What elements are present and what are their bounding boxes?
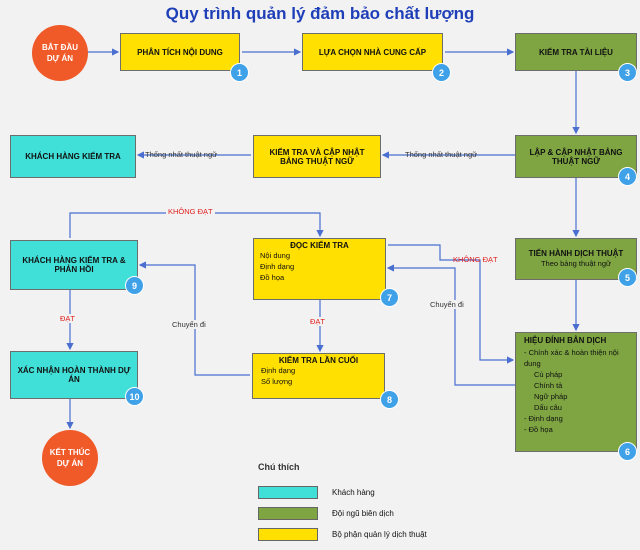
step-8-box: KIỂM TRA LẦN CUỐI Định dạng Số lượng — [252, 353, 385, 399]
step-7-item: Định dạng — [260, 262, 295, 271]
step-6-item: Cú pháp — [534, 370, 563, 379]
step-10-badge: 10 — [125, 387, 144, 406]
step-5-badge: 5 — [618, 268, 637, 287]
step-2-box: LỰA CHỌN NHÀ CUNG CẤP — [302, 33, 443, 71]
step-6-item: Dấu câu — [534, 403, 562, 412]
step-2-title: LỰA CHỌN NHÀ CUNG CẤP — [318, 47, 427, 57]
legend-title: Chú thích — [258, 462, 300, 472]
edge-label-transfer-left: Chuyển đi — [172, 320, 206, 329]
step-5-subtitle: Theo bảng thuật ngữ — [540, 259, 612, 268]
start-label: BẮT ĐẦU DỰ ÁN — [42, 43, 78, 63]
client-check-title: KHÁCH HÀNG KIỂM TRA — [25, 152, 121, 161]
step-5-title: TIẾN HÀNH DỊCH THUẬT — [528, 249, 624, 258]
step-4-badge: 4 — [618, 167, 637, 186]
client-check-box: KHÁCH HÀNG KIỂM TRA — [10, 135, 136, 178]
step-9-badge: 9 — [125, 276, 144, 295]
step-9-title: KHÁCH HÀNG KIỂM TRA & PHẢN HỒI — [22, 256, 126, 274]
arrow-6-7 — [386, 264, 515, 386]
step-7-title: ĐỌC KIỂM TRA — [290, 241, 349, 250]
start-node: BẮT ĐẦU DỰ ÁN — [32, 25, 88, 81]
end-node: KẾT THÚC DỰ ÁN — [42, 430, 98, 486]
end-label: KẾT THÚC DỰ ÁN — [49, 448, 91, 468]
legend-swatch-translator — [258, 507, 318, 520]
step-8-item: Định dạng — [261, 366, 296, 375]
edge-label-unify-terms-2: Thống nhất thuật ngữ — [405, 150, 478, 159]
step-6-item: - Chính xác & hoàn thiện nội dung — [524, 348, 619, 368]
edge-label-fail-right: KHÔNG ĐẠT — [453, 255, 498, 264]
step-7-item: Đồ họa — [260, 273, 285, 282]
step-3-badge: 3 — [618, 63, 637, 82]
step-1-box: PHÂN TÍCH NỘI DUNG — [120, 33, 240, 71]
step-10-title: XÁC NHẬN HOÀN THÀNH DỰ ÁN — [17, 366, 131, 384]
step-4-title: LẬP & CẬP NHẬT BẢNG THUẬT NGỮ — [529, 147, 623, 166]
step-6-item: - Định dạng — [524, 414, 563, 423]
step-9-box: KHÁCH HÀNG KIỂM TRA & PHẢN HỒI — [10, 240, 138, 290]
step-7-item: Nội dung — [260, 251, 291, 260]
step-1-badge: 1 — [230, 63, 249, 82]
edge-label-fail-top: KHÔNG ĐẠT — [166, 207, 215, 216]
step-6-badge: 6 — [618, 442, 637, 461]
step-7-badge: 7 — [380, 288, 399, 307]
step-6-item: - Đồ họa — [524, 425, 553, 434]
terminology-check-box: KIỂM TRA VÀ CẬP NHẬT BẢNG THUẬT NGỮ — [253, 135, 381, 178]
step-5-box: TIẾN HÀNH DỊCH THUẬT Theo bảng thuật ngữ — [515, 238, 637, 280]
step-6-item: Chính tả — [534, 381, 563, 390]
step-3-title: KIỂM TRA TÀI LIỆU — [539, 47, 613, 57]
arrow-7-6-fail — [388, 244, 515, 364]
step-6-title: HIỆU ĐÍNH BẢN DỊCH — [524, 336, 607, 345]
edge-label-pass-7-8: ĐẠT — [310, 317, 325, 326]
step-8-item: Số lượng — [261, 377, 293, 386]
terminology-check-title: KIỂM TRA VÀ CẬP NHẬT BẢNG THUẬT NGỮ — [269, 147, 365, 166]
step-1-title: PHÂN TÍCH NỘI DUNG — [137, 47, 223, 57]
legend-label-manager: Bộ phận quản lý dịch thuật — [332, 530, 427, 539]
step-10-box: XÁC NHẬN HOÀN THÀNH DỰ ÁN — [10, 351, 138, 399]
legend-label-client: Khách hàng — [332, 488, 375, 497]
page-title: Quy trình quản lý đảm bảo chất lượng — [165, 4, 475, 23]
legend-swatch-manager — [258, 528, 318, 541]
edge-label-transfer-right: Chuyển đi — [430, 300, 464, 309]
legend-label-translator: Đội ngũ biên dịch — [332, 509, 394, 518]
step-2-badge: 2 — [432, 63, 451, 82]
step-7-box: ĐỌC KIỂM TRA Nội dung Định dạng Đồ họa — [253, 238, 386, 300]
legend-swatch-client — [258, 486, 318, 499]
step-8-badge: 8 — [380, 390, 399, 409]
step-4-box: LẬP & CẬP NHẬT BẢNG THUẬT NGỮ — [515, 135, 637, 178]
step-3-box: KIỂM TRA TÀI LIỆU — [515, 33, 637, 71]
step-6-box: HIỆU ĐÍNH BẢN DỊCH - Chính xác & hoàn th… — [515, 332, 637, 452]
edge-label-unify-terms-1: Thống nhất thuật ngữ — [145, 150, 218, 159]
edge-label-pass-9-10: ĐẠT — [60, 314, 75, 323]
arrow-9-7-fail — [69, 212, 324, 238]
step-6-item: Ngữ pháp — [534, 392, 568, 401]
step-8-title: KIỂM TRA LẦN CUỐI — [278, 356, 359, 365]
